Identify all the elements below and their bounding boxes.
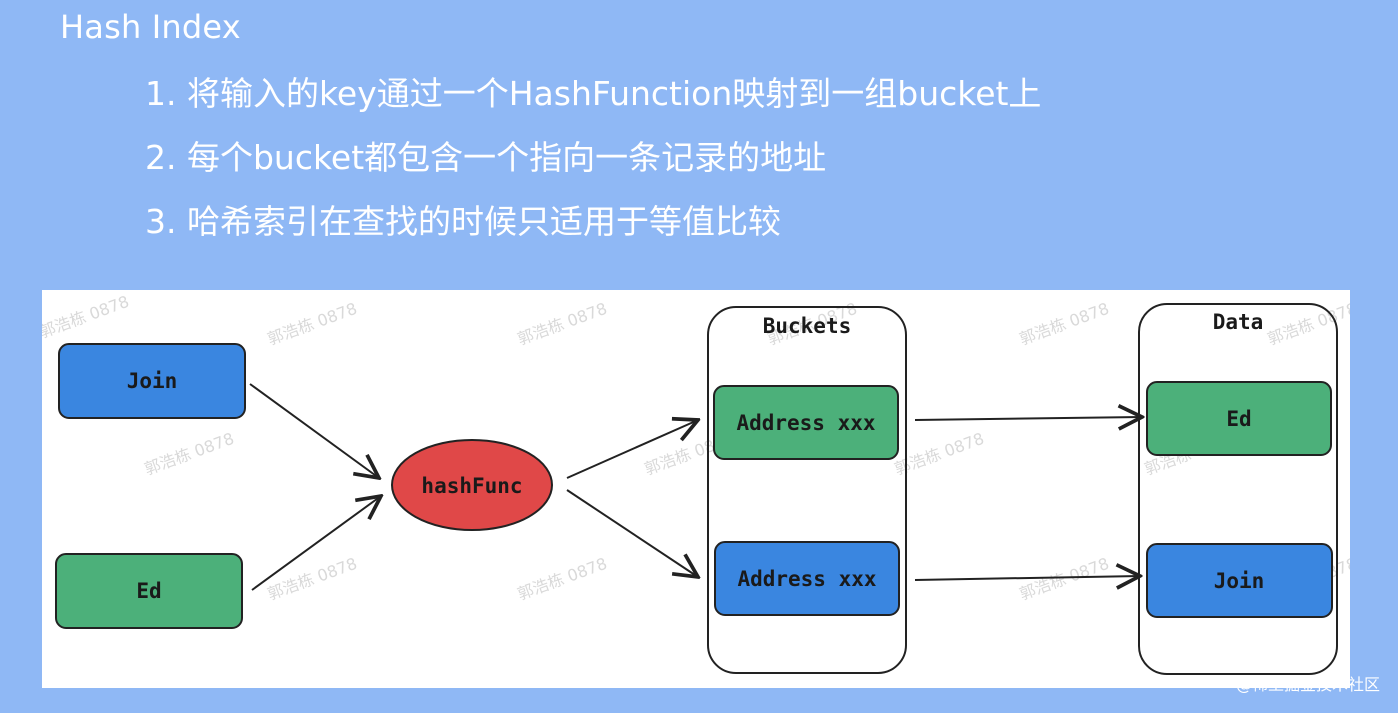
input-node-join-label: Join <box>127 369 178 393</box>
bucket-item-box <box>713 385 899 460</box>
watermark: 郭浩栋 0878 <box>265 299 360 349</box>
data-item-join-label: Join <box>1214 569 1265 593</box>
arrow-join-to-hashfunc <box>249 383 379 478</box>
input-node-ed-label: Ed <box>136 579 161 603</box>
hash-function-node: hashFunc <box>391 439 553 531</box>
bullet-list: 1. 将输入的key通过一个HashFunction映射到一组bucket上 2… <box>145 70 1041 262</box>
slide-title: Hash Index <box>60 8 241 46</box>
hash-function-label: hashFunc <box>421 474 522 498</box>
input-node-join: Join <box>58 343 246 419</box>
bullet-point: 3. 哈希索引在查找的时候只适用于等值比较 <box>145 202 781 241</box>
arrow-hashfunc-to-bucket-1 <box>566 420 698 479</box>
watermark: 郭浩栋 0878 <box>142 429 237 479</box>
arrow-ed-to-hashfunc <box>251 496 381 591</box>
data-item-ed-label: Ed <box>1226 407 1251 431</box>
arrow-hashfunc-to-bucket-2 <box>566 489 698 577</box>
data-item-join: Join <box>1146 543 1333 618</box>
data-item-join-box <box>1146 543 1333 618</box>
arrow-bucket-2-to-data-join <box>914 576 1140 580</box>
bucket-item-box <box>714 541 900 616</box>
source-credit: @稀土掘金技术社区 <box>1235 675 1380 694</box>
watermark: 郭浩栋 0878 <box>265 554 360 604</box>
hash-function-ellipse <box>391 439 553 531</box>
bucket-item-label: Address xxx <box>736 411 875 435</box>
bucket-item: Address xxx <box>714 541 900 616</box>
bucket-item-label: Address xxx <box>737 567 876 591</box>
input-node-ed-box <box>55 553 243 629</box>
watermark: 郭浩栋 0878 <box>42 292 132 342</box>
bullet-point: 2. 每个bucket都包含一个指向一条记录的地址 <box>145 138 827 177</box>
watermark: 郭浩栋 0878 <box>515 299 610 349</box>
data-item-ed-box <box>1146 381 1332 456</box>
buckets-title: Buckets <box>763 314 852 338</box>
hash-index-diagram: 郭浩栋 0878 郭浩栋 0878 郭浩栋 0878 郭浩栋 0878 郭浩栋 … <box>42 290 1350 688</box>
bucket-item: Address xxx <box>713 385 899 460</box>
watermark: 郭浩栋 0878 <box>515 554 610 604</box>
arrows <box>249 383 1142 591</box>
arrow-bucket-1-to-data-ed <box>914 417 1142 420</box>
data-item-ed: Ed <box>1146 381 1332 456</box>
diagram-canvas: 郭浩栋 0878 郭浩栋 0878 郭浩栋 0878 郭浩栋 0878 郭浩栋 … <box>42 292 1350 675</box>
buckets-container <box>707 306 907 674</box>
input-node-ed: Ed <box>55 553 243 629</box>
watermark: 郭浩栋 0878 <box>1017 299 1112 349</box>
input-node-join-box <box>58 343 246 419</box>
data-title: Data <box>1213 310 1264 334</box>
data-container <box>1138 303 1338 675</box>
bullet-point: 1. 将输入的key通过一个HashFunction映射到一组bucket上 <box>145 74 1042 113</box>
